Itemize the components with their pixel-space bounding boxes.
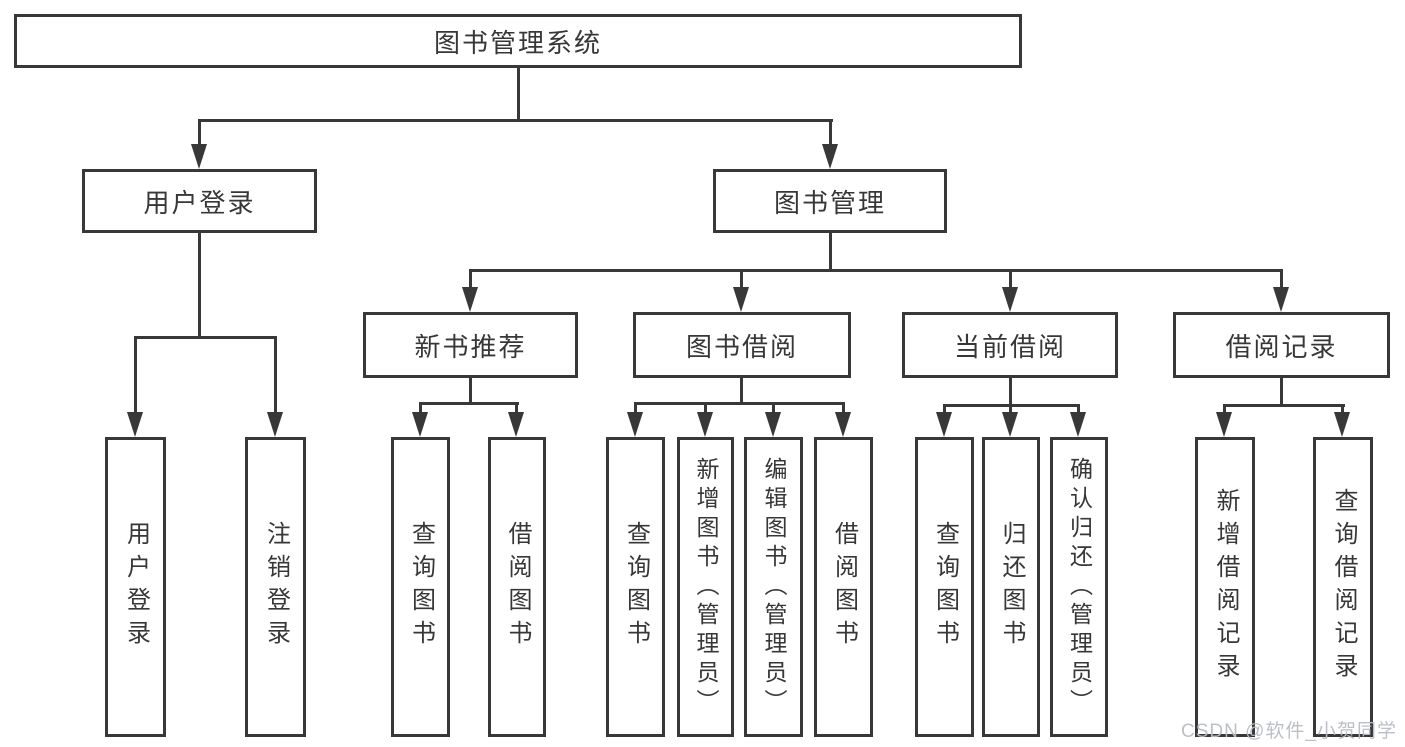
node-leaf-query-borrow-record: 查询借阅记录 <box>1313 437 1373 737</box>
edge-new-book-bus <box>419 402 519 405</box>
edge-book-borrow-bus <box>634 402 845 405</box>
node-label: 借阅记录 <box>1225 331 1338 362</box>
edge-book-borrow-stem <box>740 378 743 405</box>
edge-book-mgmt-bus <box>469 269 1283 272</box>
node-leaf-borrow-query-book: 查询图书 <box>606 437 665 737</box>
node-label: 用户登录 <box>122 521 150 653</box>
arrowhead-down-icon <box>267 412 283 437</box>
arrowhead-down-icon <box>1002 412 1018 437</box>
node-new-book-recommend: 新书推荐 <box>363 312 578 378</box>
edge-drop-line <box>704 402 707 414</box>
node-leaf-add-book-admin: 新增图书（管理员） <box>677 437 734 737</box>
arrowhead-down-icon <box>765 412 781 437</box>
edge-drop-line <box>274 336 277 414</box>
edge-drop-line <box>1280 269 1283 289</box>
edge-drop-line <box>469 269 472 289</box>
edge-new-book-stem <box>469 378 472 405</box>
arrowhead-down-icon <box>1273 287 1289 312</box>
node-leaf-recommend-query-book: 查询图书 <box>391 437 450 737</box>
edge-drop-line <box>842 402 845 414</box>
node-book-borrow: 图书借阅 <box>633 312 851 378</box>
edge-drop-line <box>1009 269 1012 289</box>
arrowhead-down-icon <box>1070 412 1086 437</box>
arrowhead-down-icon <box>936 412 952 437</box>
node-book-management: 图书管理 <box>713 169 947 233</box>
node-root-label: 图书管理系统 <box>433 27 602 58</box>
node-root: 图书管理系统 <box>14 14 1022 68</box>
arrowhead-down-icon <box>1334 412 1350 437</box>
edge-drop-line <box>515 402 518 414</box>
edge-drop-line <box>740 269 743 289</box>
edge-drop-line <box>1009 404 1012 414</box>
node-leaf-borrow-book: 借阅图书 <box>814 437 873 737</box>
node-borrow-records: 借阅记录 <box>1173 312 1390 378</box>
arrowhead-down-icon <box>822 144 838 169</box>
node-label: 注销登录 <box>262 521 290 653</box>
arrowhead-down-icon <box>462 287 478 312</box>
node-label: 查询图书 <box>931 521 959 653</box>
csdn-watermark: CSDN @软件_小贺同学 <box>1181 721 1397 742</box>
node-leaf-recommend-borrow-book: 借阅图书 <box>488 437 546 737</box>
node-label: 借阅图书 <box>504 521 531 653</box>
node-label: 用户登录 <box>143 187 256 218</box>
node-label: 当前借阅 <box>953 331 1066 362</box>
edge-borrow-records-stem <box>1280 378 1283 406</box>
node-leaf-current-query-book: 查询图书 <box>915 437 974 737</box>
arrowhead-down-icon <box>697 412 713 437</box>
node-user-login: 用户登录 <box>82 169 317 233</box>
edge-user-login-bus <box>134 336 277 339</box>
node-leaf-logout: 注销登录 <box>245 437 306 737</box>
node-label: 借阅图书 <box>830 521 858 653</box>
arrowhead-down-icon <box>191 144 207 169</box>
edge-current-borrow-stem <box>1009 378 1012 406</box>
node-label: 归还图书 <box>998 521 1025 653</box>
edge-drop-line <box>198 119 201 147</box>
edge-drop-line <box>419 402 422 414</box>
edge-drop-line <box>1223 404 1226 414</box>
node-label: 查询图书 <box>622 521 650 653</box>
arrowhead-down-icon <box>835 412 851 437</box>
node-label: 查询借阅记录 <box>1330 488 1357 686</box>
edge-drop-line <box>634 402 637 414</box>
edge-drop-line <box>1077 404 1080 414</box>
arrowhead-down-icon <box>733 287 749 312</box>
node-leaf-add-borrow-record: 新增借阅记录 <box>1195 437 1255 737</box>
node-leaf-user-login: 用户登录 <box>105 437 166 737</box>
edge-drop-line <box>772 402 775 414</box>
edge-drop-line <box>829 119 832 147</box>
node-label: 新增图书（管理员） <box>693 456 719 718</box>
edge-drop-line <box>134 336 137 414</box>
node-label: 图书管理 <box>773 187 886 218</box>
arrowhead-down-icon <box>127 412 143 437</box>
node-leaf-return-book: 归还图书 <box>982 437 1040 737</box>
edge-root-bus <box>198 119 833 122</box>
node-label: 确认归还（管理员） <box>1066 456 1093 718</box>
arrowhead-down-icon <box>1216 412 1232 437</box>
node-label: 新增借阅记录 <box>1212 488 1239 686</box>
edge-root-stem <box>517 68 520 121</box>
arrowhead-down-icon <box>1002 287 1018 312</box>
node-label: 图书借阅 <box>685 331 798 362</box>
node-leaf-edit-book-admin: 编辑图书（管理员） <box>744 437 803 737</box>
arrowhead-down-icon <box>412 412 428 437</box>
node-current-borrow: 当前借阅 <box>902 312 1118 378</box>
edge-book-mgmt-stem <box>829 233 832 272</box>
node-label: 查询图书 <box>407 521 435 653</box>
node-leaf-confirm-return-admin: 确认归还（管理员） <box>1050 437 1108 737</box>
edge-drop-line <box>1341 404 1344 414</box>
edge-borrow-records-bus <box>1223 404 1345 407</box>
edge-drop-line <box>943 404 946 414</box>
node-label: 新书推荐 <box>414 331 527 362</box>
arrowhead-down-icon <box>508 412 524 437</box>
arrowhead-down-icon <box>627 412 643 437</box>
node-label: 编辑图书（管理员） <box>761 456 787 718</box>
edge-user-login-stem <box>198 233 201 338</box>
